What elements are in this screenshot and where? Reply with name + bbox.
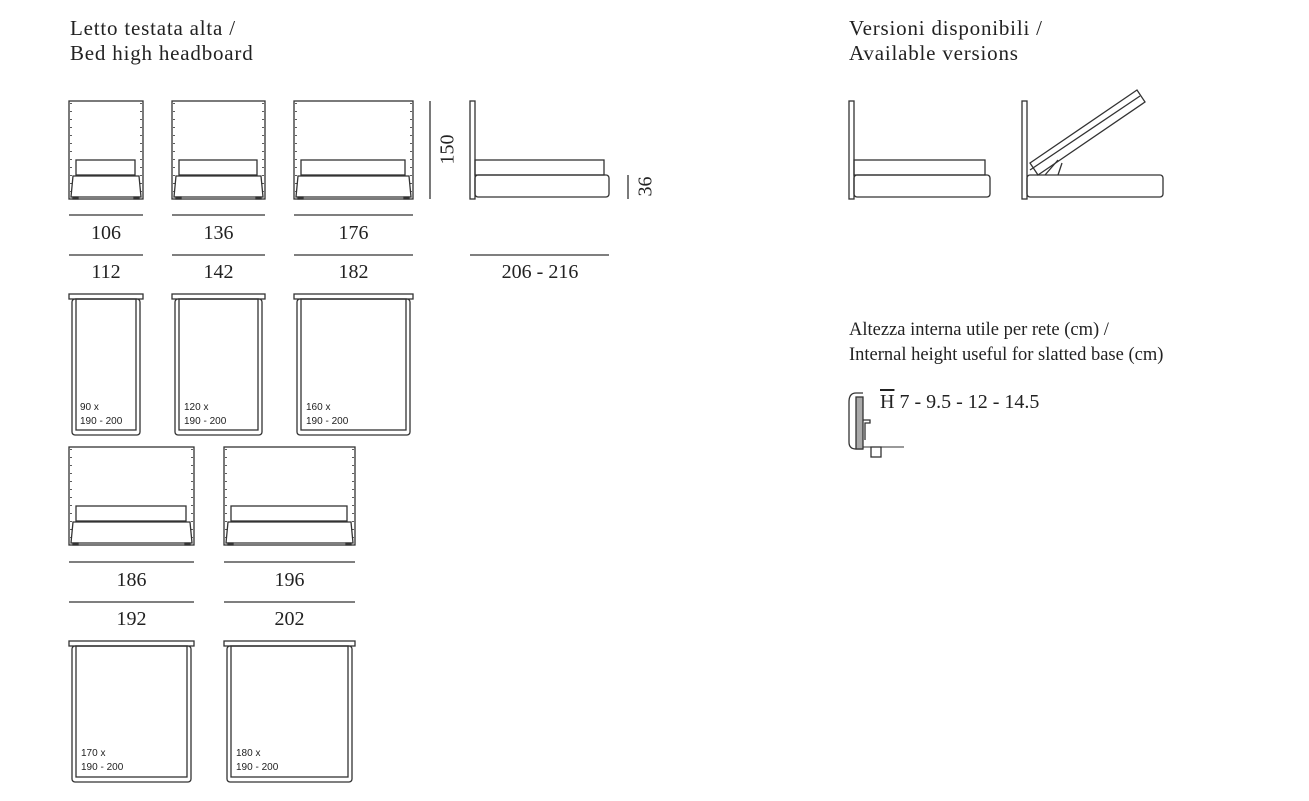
bed-inner-width: 176 [338, 222, 369, 244]
headboard-front [223, 446, 356, 546]
bed-base [70, 175, 142, 198]
headboard-top [293, 293, 414, 300]
bed-base [173, 175, 264, 198]
height-symbol: H [880, 391, 895, 413]
bed-foot [870, 446, 882, 458]
gas-piston [1044, 159, 1063, 176]
bed-base [225, 521, 354, 544]
bed-foot [255, 196, 262, 200]
bed-inner-width: 136 [203, 222, 234, 244]
pillow [300, 159, 406, 176]
base-side [853, 174, 991, 198]
headboard-front [68, 100, 144, 200]
bed-foot [133, 196, 140, 200]
bed-inner-width: 106 [91, 222, 121, 244]
bed-foot [184, 542, 191, 546]
base-side [474, 174, 610, 198]
pillow [75, 505, 187, 522]
slat-support [863, 419, 871, 440]
bed-foot [72, 196, 79, 200]
mattress-plan [75, 645, 188, 778]
bed-foot [72, 542, 79, 546]
bed-outer-width: 202 [274, 608, 305, 630]
headboard-top [171, 293, 266, 300]
internal-height-title: Altezza interna utile per rete (cm) /Int… [849, 320, 1164, 365]
right-title: Versioni disponibili /Available versions [849, 16, 1043, 65]
headboard-side [1021, 100, 1028, 200]
pillow [178, 159, 258, 176]
headboard-top [223, 640, 356, 647]
mattress-plan [300, 298, 407, 431]
mattress-plan [75, 298, 137, 431]
pillow [230, 505, 348, 522]
mattress-plan [230, 645, 349, 778]
headboard-section [855, 396, 864, 450]
bed-foot [227, 542, 234, 546]
bed-inner-width: 186 [116, 569, 147, 591]
base-side [1026, 174, 1164, 198]
left-title: Letto testata alta /Bed high headboard [70, 16, 254, 65]
internal-height-values: H 7 - 9.5 - 12 - 14.5 [880, 391, 1040, 413]
side-length-dimension: 206 - 216 [501, 261, 579, 283]
bed-outer-width: 142 [203, 261, 234, 283]
headboard-front [171, 100, 266, 200]
mattress-side [853, 159, 986, 176]
pillow [75, 159, 136, 176]
lifting-mattress [1029, 89, 1146, 176]
mattress-side [474, 159, 605, 176]
bed-foot [297, 196, 304, 200]
headboard-side [469, 100, 476, 200]
bed-foot [345, 542, 352, 546]
bed-base [70, 521, 193, 544]
bed-outer-width: 192 [116, 608, 147, 630]
bed-foot [175, 196, 182, 200]
bed-outer-width: 182 [338, 261, 369, 283]
headboard-side [848, 100, 855, 200]
headboard-top [68, 293, 144, 300]
base-height-dimension: 36 [634, 176, 657, 197]
headboard-front [68, 446, 195, 546]
headboard-front [293, 100, 414, 200]
bed-inner-width: 196 [274, 569, 305, 591]
height-dimension: 150 [436, 134, 459, 165]
headboard-profile [848, 392, 863, 450]
lifting-frame [1029, 95, 1141, 171]
mattress-plan [178, 298, 259, 431]
headboard-top [68, 640, 195, 647]
bed-foot [403, 196, 410, 200]
bed-outer-width: 112 [91, 261, 121, 283]
bed-base [295, 175, 412, 198]
